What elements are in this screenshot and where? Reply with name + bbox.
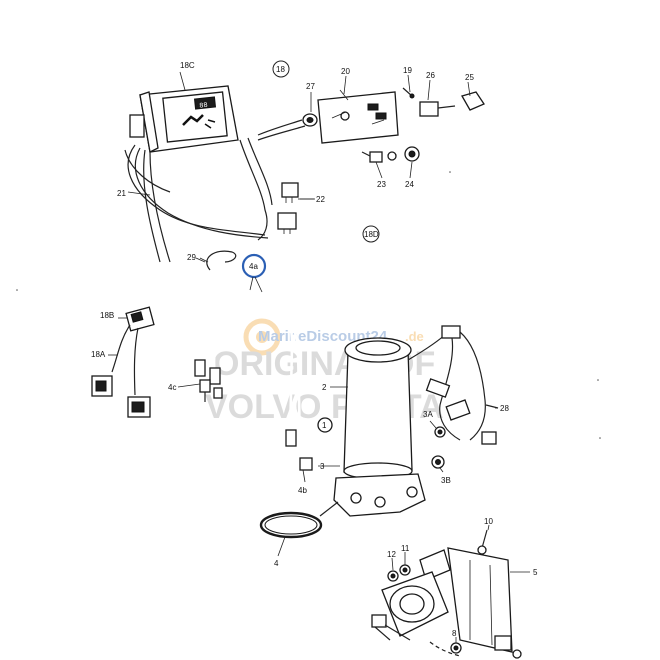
callout-4a: 4a — [249, 262, 258, 271]
callout-21: 21 — [117, 189, 126, 198]
watermark-gear-icon — [243, 318, 281, 356]
callout-circle-1 — [317, 417, 333, 433]
callout-4: 4 — [274, 559, 279, 568]
nut-8 — [450, 642, 462, 654]
trim-icon — [182, 114, 204, 126]
callout-25: 25 — [465, 73, 474, 82]
callout-18d: 18D — [364, 230, 379, 239]
control-panel-18c: 88 — [129, 85, 239, 153]
callout-3b: 3B — [441, 476, 451, 485]
callout-12: 12 — [387, 550, 396, 559]
screw-3a — [434, 426, 446, 438]
harness-28 — [407, 325, 499, 445]
callout-circle-18d — [362, 225, 380, 243]
callout-circle-18 — [272, 60, 290, 78]
callout-4b: 4b — [298, 486, 307, 495]
callout-18c: 18C — [180, 61, 195, 70]
callout-29: 29 — [187, 253, 196, 262]
callout-28: 28 — [500, 404, 509, 413]
pump-motor-assembly — [317, 337, 426, 517]
callout-1: 1 — [322, 421, 327, 430]
callout-8: 8 — [452, 629, 457, 638]
sensor-4c — [199, 379, 223, 402]
callout-18a: 18A — [91, 350, 106, 359]
hydraulic-hoses-4a — [194, 281, 302, 447]
fuse-holder-26 — [419, 91, 485, 117]
nut-12 — [387, 570, 399, 582]
relay-22 — [277, 182, 314, 234]
grommet-27 — [302, 113, 318, 127]
o-ring-4 — [259, 511, 323, 539]
switch-23 — [361, 151, 397, 163]
knob-24 — [404, 146, 420, 162]
callout-23: 23 — [377, 180, 386, 189]
callout-4c: 4c — [168, 383, 176, 392]
highlight-ring — [241, 253, 267, 279]
screw-19 — [402, 87, 415, 99]
leader-lines — [108, 71, 530, 643]
callout-18: 18 — [276, 65, 285, 74]
screw-3b — [431, 455, 445, 469]
motor-lower — [371, 571, 461, 657]
watermark-brand-suffix: .de — [405, 329, 424, 344]
wire-harness-21 — [124, 119, 306, 263]
callout-24: 24 — [405, 180, 414, 189]
bolt-10 — [477, 529, 488, 555]
callout-labels: 18C 18 20 19 26 25 27 21 22 23 24 18D 29… — [91, 60, 538, 638]
callout-18b: 18B — [100, 311, 114, 320]
fitting-3 — [299, 457, 313, 471]
callout-27: 27 — [306, 82, 315, 91]
wire-loop-29 — [206, 250, 237, 271]
washer-11 — [399, 564, 411, 576]
callout-11: 11 — [401, 544, 410, 553]
callout-20: 20 — [341, 67, 350, 76]
callout-5: 5 — [533, 568, 538, 577]
callout-3a: 3A — [423, 410, 433, 419]
display-reading: 88 — [199, 102, 208, 111]
digital-display — [193, 96, 217, 110]
switch-plate-20 — [317, 89, 399, 144]
callout-19: 19 — [403, 66, 412, 75]
callout-2: 2 — [322, 383, 327, 392]
callout-10: 10 — [484, 517, 493, 526]
callout-26: 26 — [426, 71, 435, 80]
callout-22: 22 — [316, 195, 325, 204]
callout-3: 3 — [320, 462, 325, 471]
bracket-5 — [419, 547, 513, 653]
harness-18a-18b — [91, 306, 155, 418]
